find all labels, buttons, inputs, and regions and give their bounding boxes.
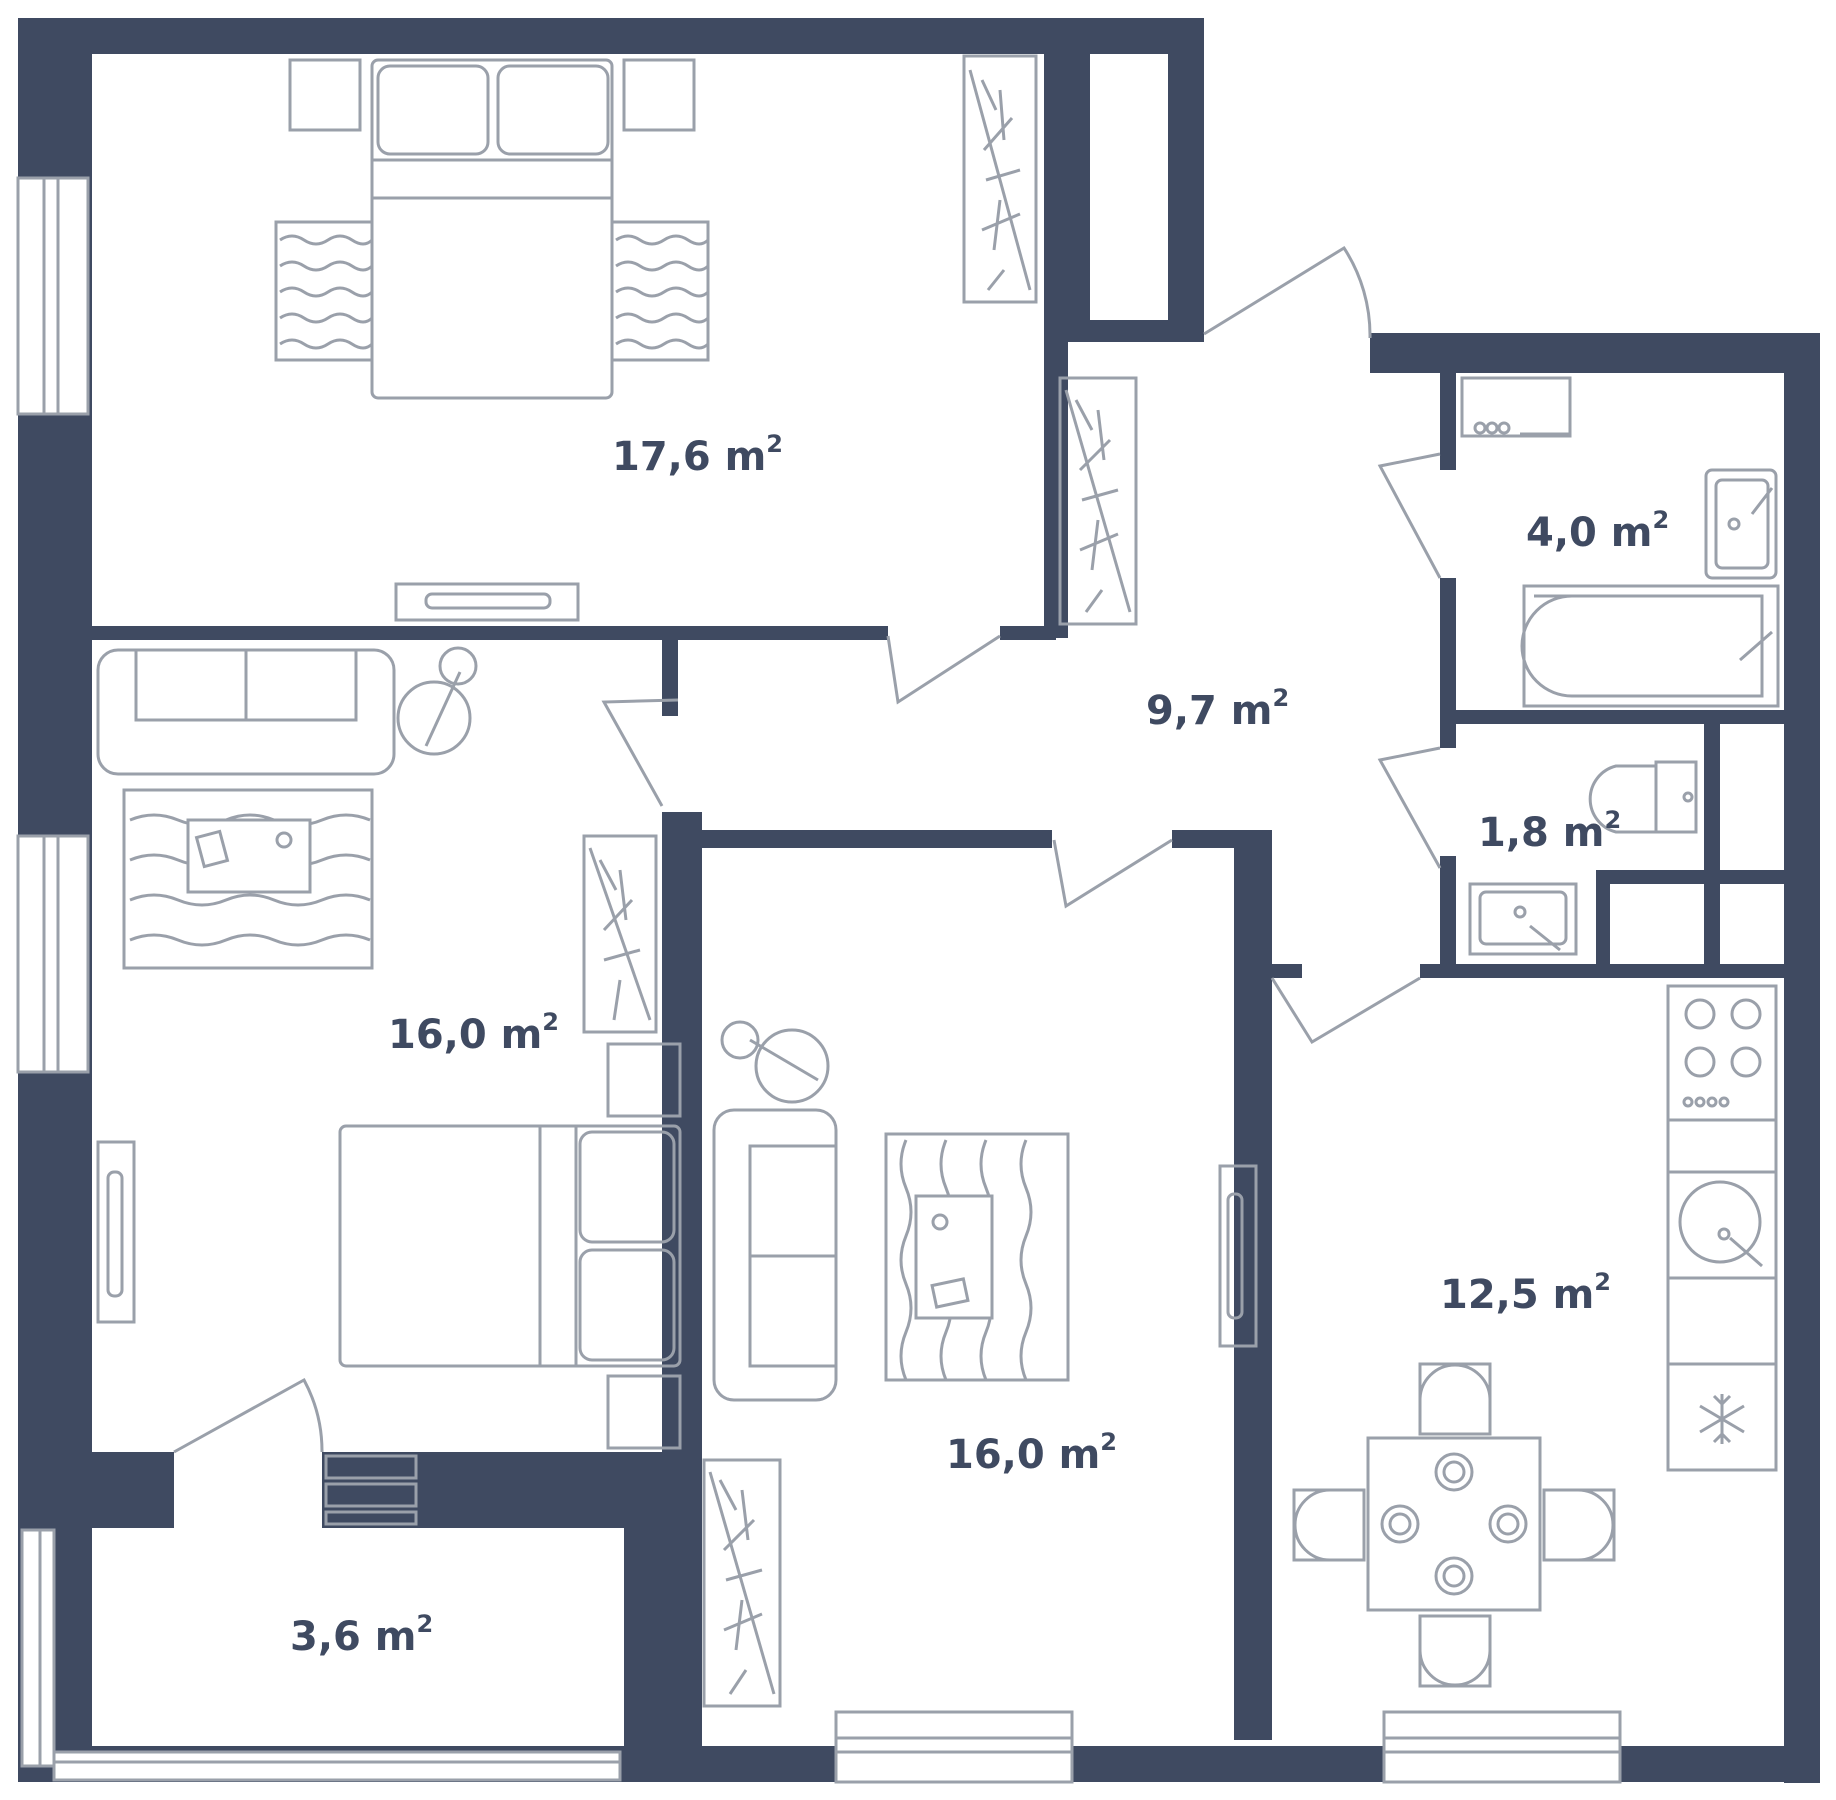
bed-icon: [338, 1124, 682, 1368]
room-area-bedroom-left: 16,0 m2: [388, 1008, 559, 1058]
stove-icon: [1666, 984, 1778, 1122]
rug-icon: [884, 1132, 1070, 1382]
room-area-balcony: 3,6 m2: [290, 1610, 433, 1660]
room-labels: 17,6 m2 16,0 m2 16,0 m2 9,7 m2 4,0 m2 1,…: [290, 430, 1669, 1660]
nightstand-left: [288, 58, 362, 132]
doors: [173, 245, 1442, 1526]
chair-icon: [396, 680, 472, 756]
wardrobe-icon: [702, 1458, 782, 1708]
walls: [18, 18, 1820, 1783]
sink-icon: [1468, 882, 1578, 956]
rug-icon: [122, 788, 374, 970]
snowflake-icon: [1666, 1362, 1778, 1472]
stove-icon: [1460, 376, 1572, 438]
tv-icon: [1218, 1164, 1258, 1348]
tv-icon: [96, 1140, 136, 1324]
room-area-living: 16,0 m2: [946, 1428, 1117, 1478]
sink-icon: [1704, 468, 1778, 580]
furniture: [96, 54, 1780, 1708]
bed-icon: [370, 58, 614, 400]
bathtub-icon: [1520, 584, 1780, 708]
room-area-toilet: 1,8 m2: [1478, 806, 1621, 856]
room-area-bedroom-top: 17,6 m2: [612, 430, 783, 480]
room-area-hall: 9,7 m2: [1146, 684, 1289, 734]
wardrobe-icon: [1058, 376, 1138, 626]
sink-icon: [1666, 1170, 1778, 1280]
room-area-bathroom: 4,0 m2: [1526, 506, 1669, 556]
sofa-icon: [96, 648, 396, 776]
tv-icon: [394, 582, 580, 622]
windows: [16, 176, 1622, 1784]
nightstand-right: [622, 58, 696, 132]
rug-icon: [274, 220, 710, 362]
dining-table-icon: [1292, 1362, 1616, 1688]
room-area-kitchen: 12,5 m2: [1440, 1268, 1611, 1318]
wardrobe-icon: [962, 54, 1038, 304]
wardrobe-icon: [582, 834, 658, 1034]
sofa-icon: [712, 1108, 838, 1402]
chair-icon: [754, 1028, 830, 1104]
toilet-icon: [1588, 760, 1698, 834]
